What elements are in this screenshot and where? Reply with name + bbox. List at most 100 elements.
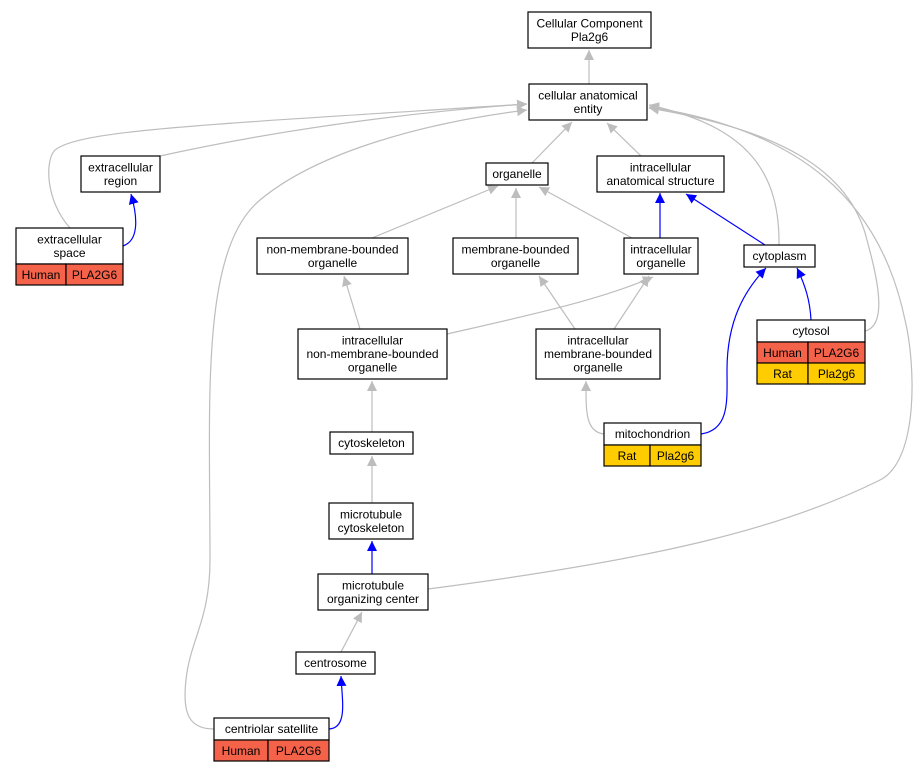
mbo-box [452,237,579,275]
edge-es-to-er [122,193,139,247]
edge-centro-to-mtoc [340,611,363,653]
annotation-row: Human PLA2G6 [756,341,866,364]
inmbo-label-line: non-membrane-bounded [306,347,438,361]
gene-cell [65,263,124,286]
edge-nmbo-to-org [371,185,499,239]
imbo-label-line: membrane-bounded [544,347,652,361]
cyto-label-line: cytoplasm [752,249,806,263]
edge-csat-to-cae [184,106,528,730]
mbo-label-line: organelle [491,256,541,270]
edge-ias-to-cae [606,122,642,157]
edge-mito-to-cyto [700,267,767,435]
edge-mito-to-imbo [580,380,605,435]
cytoplasm-node[interactable]: cytoplasm [743,244,816,268]
cae-label-line: entity [574,102,603,116]
er-label-line: region [104,174,137,188]
gene-label: Pla2g6 [818,367,856,381]
edge-inmbo-to-nmbo [342,275,361,330]
species-label: Human [22,268,61,282]
edge-es-to-cae [48,99,528,229]
cyto-box [743,244,816,268]
cc-label-line: Cellular Component [536,16,643,30]
ias-box [596,155,725,193]
edge-mtoc-to-cae [427,103,913,590]
org-label-line: organelle [492,167,542,181]
mtoc-label-line: microtubule [342,578,404,592]
org-box [485,162,549,186]
gene-cell [267,739,330,762]
annotation-row: Rat Pla2g6 [756,362,866,385]
nmbo-box [256,237,409,275]
cae-label-line: cellular anatomical [538,88,637,102]
gene-label: PLA2G6 [72,268,118,282]
mtoc-box [317,573,429,611]
centrosome-node[interactable]: centrosome [295,651,376,675]
intracellular-non-membrane-bounded-organelle-node[interactable]: intracellularnon-membrane-boundedorganel… [297,328,448,380]
ias-label-line: intracellular [630,160,691,174]
ias-label-line: anatomical structure [606,174,714,188]
gene-label: PLA2G6 [814,346,860,360]
nmbo-label-line: non-membrane-bounded [266,242,398,256]
species-label: Human [763,346,802,360]
annotation-row: Human PLA2G6 [213,739,330,762]
centro-label-line: centrosome [304,656,367,670]
inmbo-label-line: organelle [348,361,398,375]
annotation-row: Human PLA2G6 [15,263,124,286]
imbo-label-line: organelle [573,361,623,375]
gene-label: Pla2g6 [657,449,695,463]
cytosk-label-line: cytoskeleton [338,436,405,450]
species-label: Rat [773,367,792,381]
edge-cyto-to-ias [685,193,766,246]
er-box [80,155,161,193]
edge-imbo-to-io [613,275,650,330]
gene-label: PLA2G6 [276,744,322,758]
edge-csat-to-centro [328,675,347,730]
es-label-line: extracellular [37,232,102,246]
imbo-box [535,328,661,380]
mtcs-label-line: cytoskeleton [338,521,405,535]
io-label-line: organelle [636,256,686,270]
inmbo-label-line: intracellular [342,334,403,348]
edge-org-to-cae [531,121,573,164]
mbo-label-line: membrane-bounded [461,242,569,256]
cytoskeleton-node[interactable]: cytoskeleton [329,431,414,455]
species-label: Human [222,744,261,758]
species-label: Rat [618,449,637,463]
mtoc-label-line: organizing center [327,592,419,606]
organelle-node[interactable]: organelle [485,162,549,186]
cc-label-line: Pla2g6 [571,30,609,44]
mito-label-line: mitochondrion [615,427,690,441]
annotation-row: Rat Pla2g6 [603,444,702,467]
edge-er-to-cae [159,99,528,157]
edge-inmbo-to-io [446,276,654,335]
es-label-line: space [53,246,85,260]
cytosk-box [329,431,414,455]
gene-cell [649,444,702,467]
nmbo-label-line: organelle [308,256,358,270]
cytosol-label-line: cytosol [792,324,829,338]
edge-cytosol-to-cae [648,104,880,332]
gene-cell [807,362,866,385]
mtcs-label-line: microtubule [340,507,402,521]
inmbo-box [297,328,448,380]
es-box [15,227,124,265]
cc-box [527,11,652,49]
edges-layer [48,50,913,730]
imbo-label-line: intracellular [567,334,628,348]
